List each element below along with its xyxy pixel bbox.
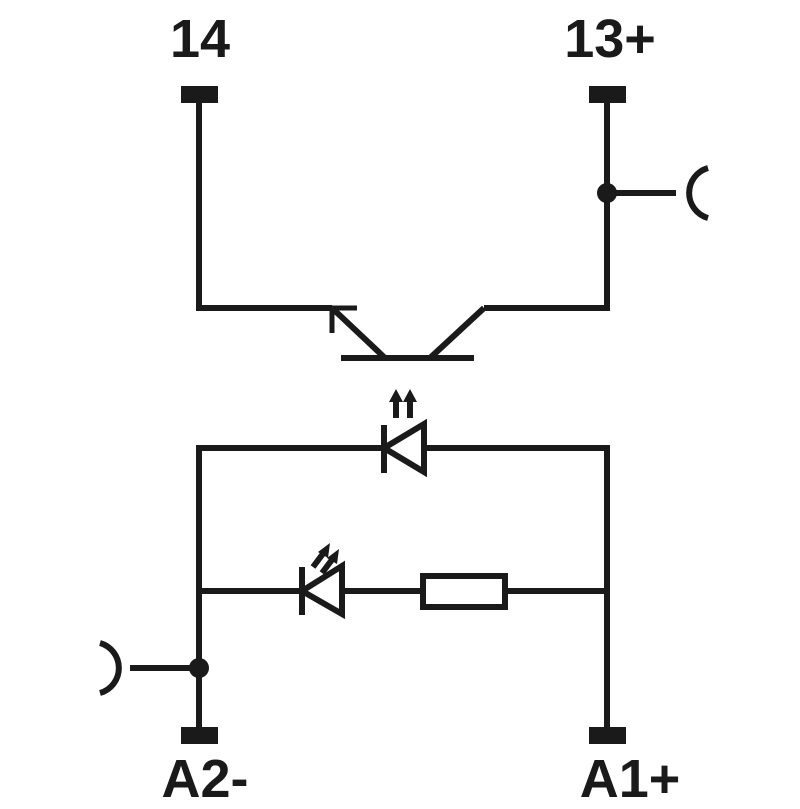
led-indicator-arrowheads [318, 543, 339, 564]
terminal-13-label: 13+ [564, 9, 656, 69]
terminal-14-pad [181, 86, 218, 103]
terminal-a2-label: A2- [161, 749, 249, 809]
test-socket-a2-icon [99, 640, 122, 696]
terminal-a1-label: A1+ [579, 749, 681, 809]
led-upper-arrowheads [389, 389, 417, 402]
transistor-collector [427, 305, 487, 361]
test-socket-13-icon [686, 165, 709, 221]
resistor-icon [420, 573, 508, 610]
terminal-13-pad [589, 86, 626, 103]
wire-led-upper-right [425, 445, 610, 727]
led-indicator-triangle-icon [296, 560, 345, 620]
wire-terminal-13 [484, 100, 610, 311]
transistor-emitter [329, 305, 388, 361]
terminal-a1-pad [589, 727, 626, 744]
terminal-a2-pad [181, 727, 218, 744]
transistor-emitter-arrow-icon [329, 305, 357, 333]
led-upper-triangle-icon [378, 418, 427, 478]
terminal-14-label: 14 [169, 9, 231, 69]
wire-led-upper-left [196, 445, 381, 727]
wire-terminal-14 [196, 100, 332, 311]
